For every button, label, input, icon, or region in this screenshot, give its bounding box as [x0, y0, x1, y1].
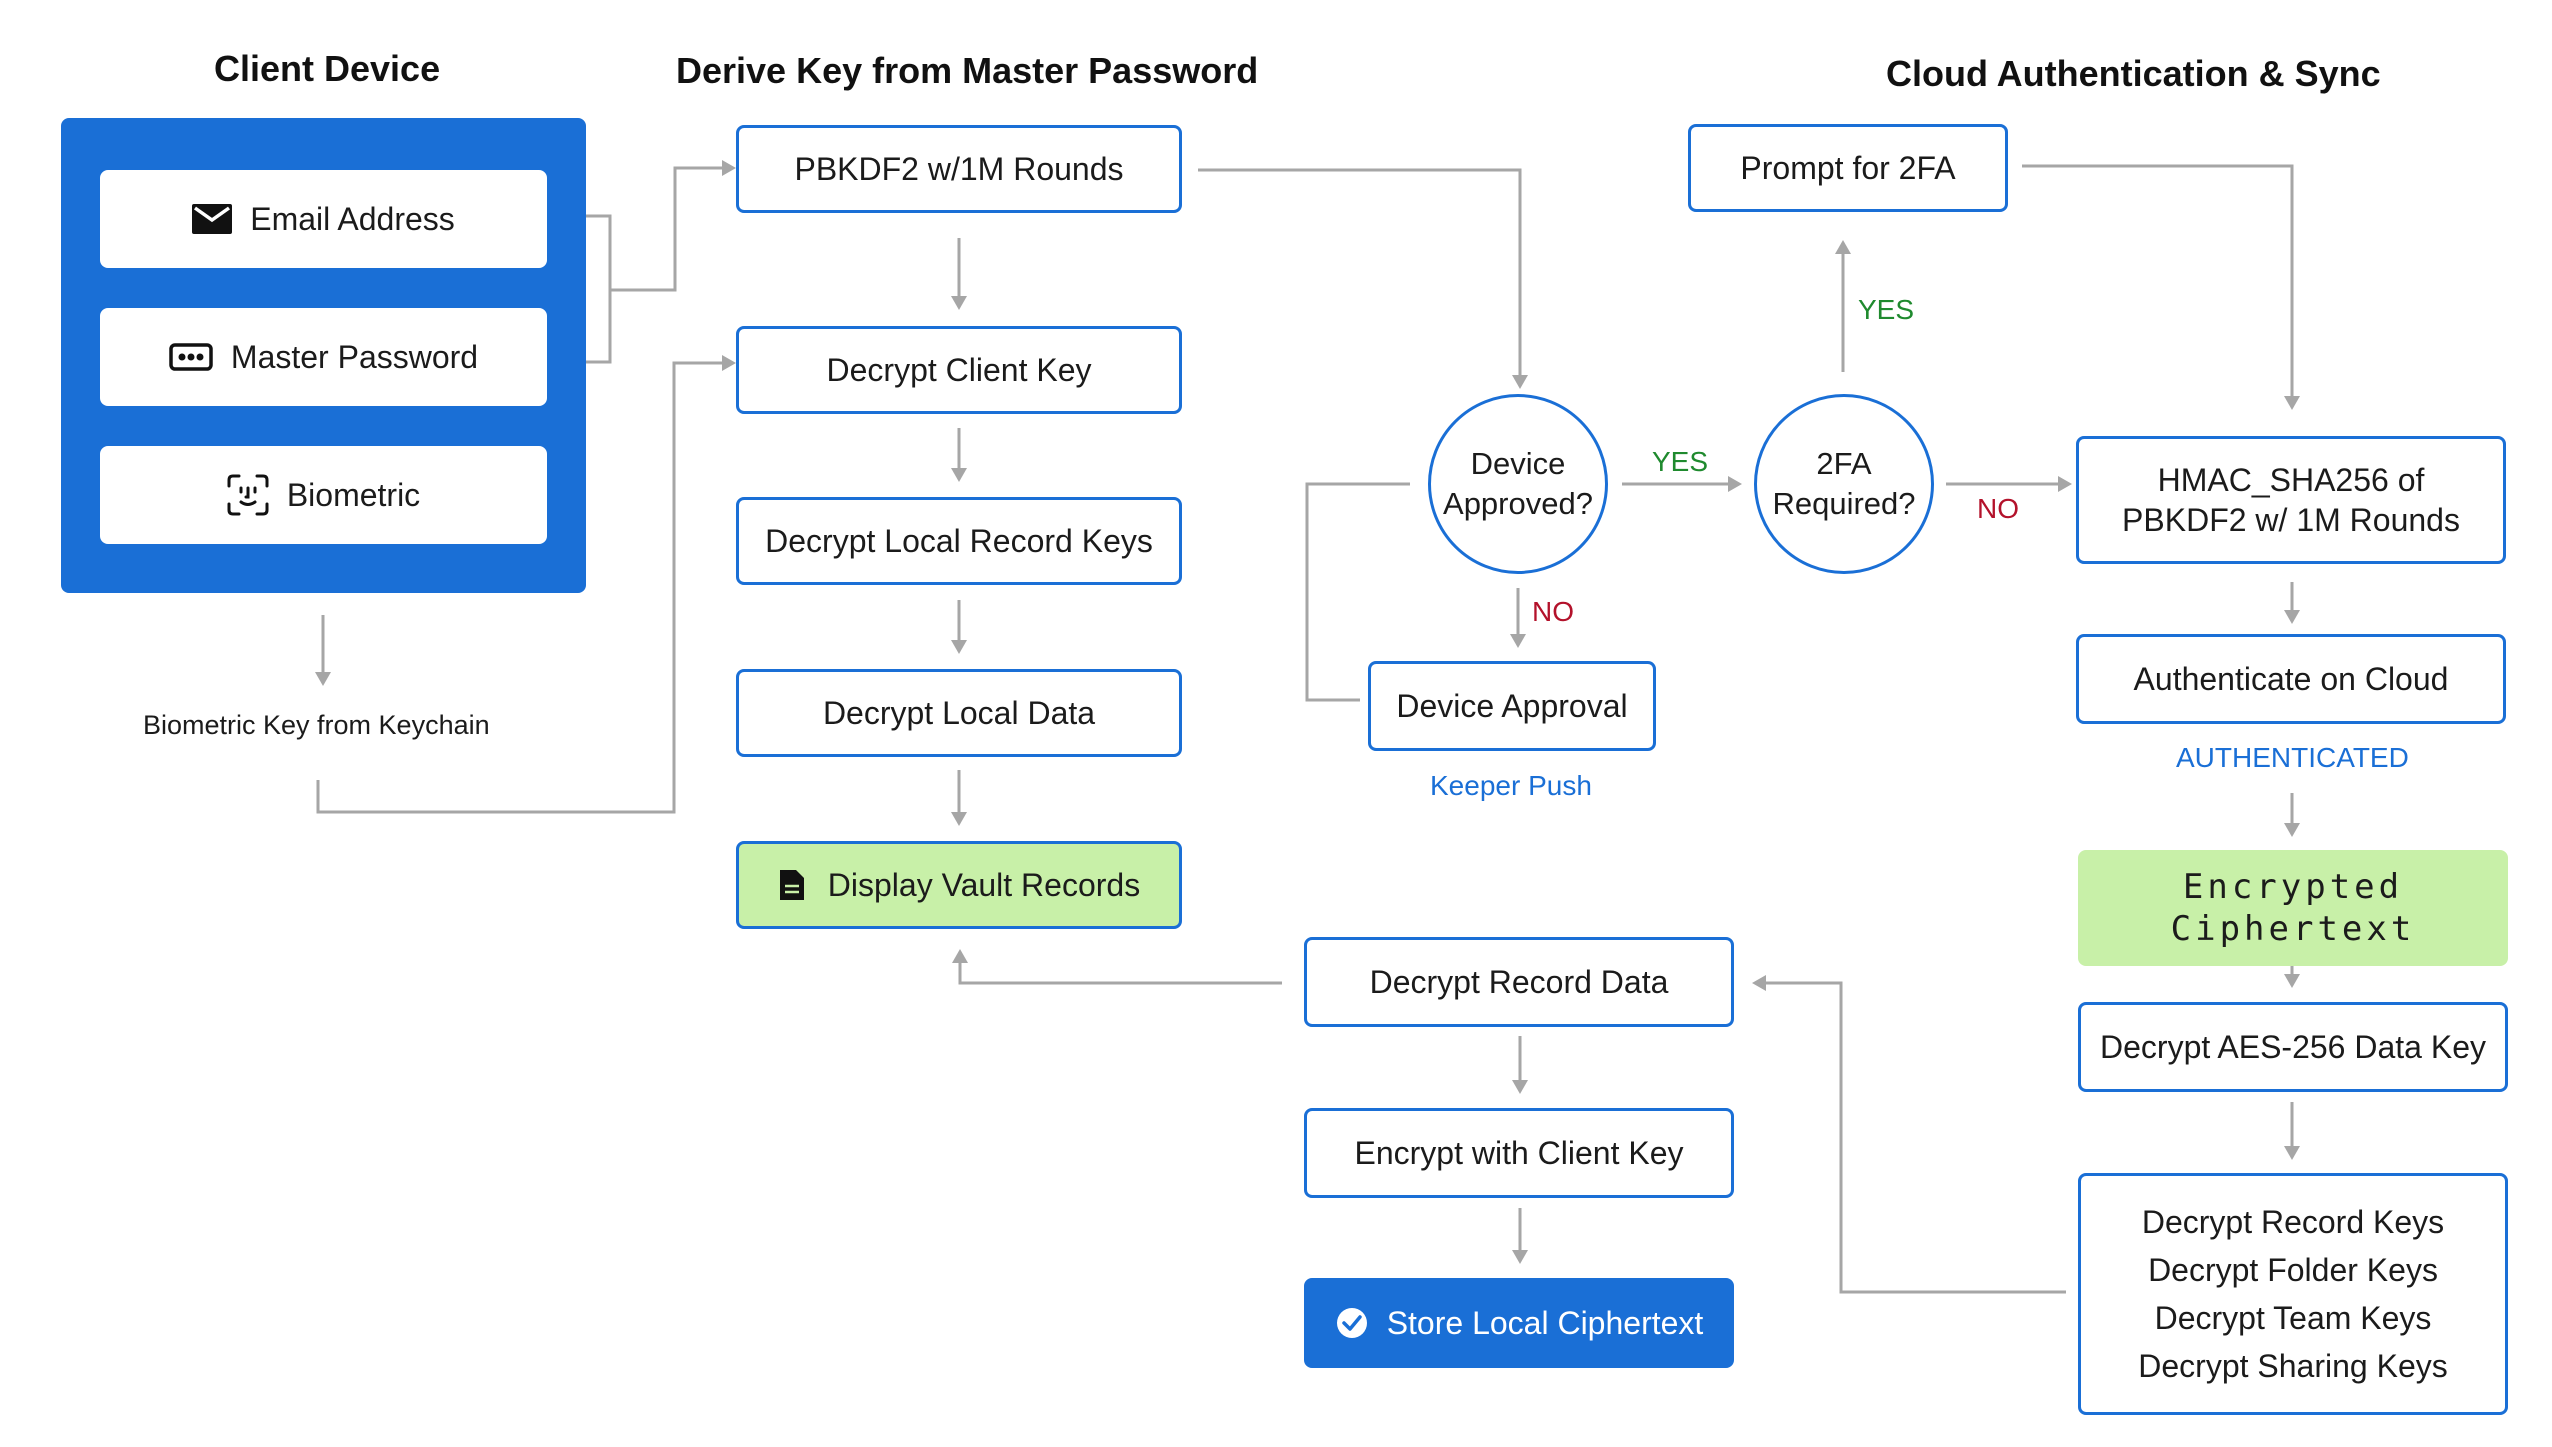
- twofa-no: NO: [1977, 493, 2019, 524]
- email-address-label: Email Address: [250, 200, 455, 237]
- master-password-button[interactable]: Master Password: [100, 308, 547, 406]
- encrypt-client-key-label: Encrypt with Client Key: [1354, 1135, 1684, 1171]
- display-vault-records-box[interactable]: Display Vault Records: [736, 841, 1182, 929]
- decrypt-aes-label: Decrypt AES-256 Data Key: [2100, 1029, 2486, 1065]
- hmac-line2: PBKDF2 w/ 1M Rounds: [2122, 502, 2460, 538]
- face-id-icon: [227, 474, 269, 516]
- decrypt-client-key-box[interactable]: Decrypt Client Key: [736, 326, 1182, 414]
- biometric-label: Biometric: [286, 476, 421, 513]
- device-approved-no: NO: [1532, 596, 1574, 627]
- twofa-yes: YES: [1858, 294, 1915, 325]
- password-dots-icon: [169, 343, 213, 371]
- decrypt-keys-box[interactable]: Decrypt Record Keys Decrypt Folder Keys …: [2078, 1173, 2508, 1415]
- decrypt-sharing-keys-label: Decrypt Sharing Keys: [2138, 1348, 2448, 1384]
- authenticate-cloud-box[interactable]: Authenticate on Cloud: [2076, 634, 2506, 724]
- decrypt-record-data-box[interactable]: Decrypt Record Data: [1304, 937, 1734, 1027]
- check-circle-icon: [1336, 1308, 1367, 1338]
- hmac-box[interactable]: HMAC_SHA256 of PBKDF2 w/ 1M Rounds: [2076, 436, 2506, 564]
- store-local-ciphertext-label: Store Local Ciphertext: [1386, 1305, 1704, 1341]
- email-address-button[interactable]: Email Address: [100, 170, 547, 268]
- decrypt-folder-keys-label: Decrypt Folder Keys: [2148, 1252, 2438, 1288]
- document-icon: [779, 870, 804, 900]
- device-approved-yes: YES: [1652, 446, 1709, 477]
- client-device-title: Client Device: [214, 48, 441, 89]
- decrypt-record-data-label: Decrypt Record Data: [1369, 964, 1669, 1000]
- device-approved-line1: Device: [1470, 445, 1566, 481]
- twofa-required-line1: 2FA: [1816, 445, 1872, 481]
- decrypt-team-keys-label: Decrypt Team Keys: [2154, 1300, 2432, 1336]
- ciphertext-line1: Encrypted: [2182, 866, 2404, 907]
- twofa-required-decision: 2FA Required?: [1754, 394, 1934, 574]
- prompt-2fa-label: Prompt for 2FA: [1740, 150, 1956, 186]
- device-approval-label: Device Approval: [1396, 688, 1628, 724]
- authenticate-cloud-label: Authenticate on Cloud: [2133, 661, 2449, 697]
- master-password-label: Master Password: [230, 338, 479, 375]
- decrypt-client-key-label: Decrypt Client Key: [826, 352, 1092, 388]
- decrypt-aes-box[interactable]: Decrypt AES-256 Data Key: [2078, 1002, 2508, 1092]
- client-device-panel: Email Address Master Password Biometric: [61, 118, 586, 593]
- store-local-ciphertext-box[interactable]: Store Local Ciphertext: [1304, 1278, 1734, 1368]
- cloud-auth-title: Cloud Authentication & Sync: [1886, 53, 2381, 94]
- twofa-required-line2: Required?: [1772, 486, 1916, 521]
- authenticated-label: AUTHENTICATED: [2176, 742, 2409, 773]
- pbkdf2-label: PBKDF2 w/1M Rounds: [794, 151, 1124, 187]
- hmac-line1: HMAC_SHA256 of: [2157, 462, 2425, 498]
- decrypt-local-data-box[interactable]: Decrypt Local Data: [736, 669, 1182, 757]
- decrypt-local-record-keys-label: Decrypt Local Record Keys: [765, 523, 1153, 559]
- decrypt-local-record-keys-box[interactable]: Decrypt Local Record Keys: [736, 497, 1182, 585]
- ciphertext-line2: Ciphertext: [2170, 909, 2416, 949]
- encrypted-ciphertext-box: Encrypted Ciphertext: [2078, 850, 2508, 966]
- pbkdf2-box[interactable]: PBKDF2 w/1M Rounds: [736, 125, 1182, 213]
- device-approval-box[interactable]: Device Approval: [1368, 661, 1656, 751]
- display-vault-records-label: Display Vault Records: [827, 867, 1141, 903]
- keeper-push-label: Keeper Push: [1430, 770, 1592, 801]
- envelope-icon: [192, 204, 233, 234]
- decrypt-record-keys-label: Decrypt Record Keys: [2141, 1204, 2445, 1240]
- decrypt-local-data-label: Decrypt Local Data: [822, 695, 1096, 731]
- biometric-button[interactable]: Biometric: [100, 446, 547, 544]
- device-approved-decision: Device Approved?: [1428, 394, 1608, 574]
- encrypt-client-key-box[interactable]: Encrypt with Client Key: [1304, 1108, 1734, 1198]
- biometric-key-label: Biometric Key from Keychain: [143, 710, 490, 740]
- derive-key-title: Derive Key from Master Password: [676, 50, 1259, 91]
- prompt-2fa-box[interactable]: Prompt for 2FA: [1688, 124, 2008, 212]
- device-approved-line2: Approved?: [1443, 486, 1593, 521]
